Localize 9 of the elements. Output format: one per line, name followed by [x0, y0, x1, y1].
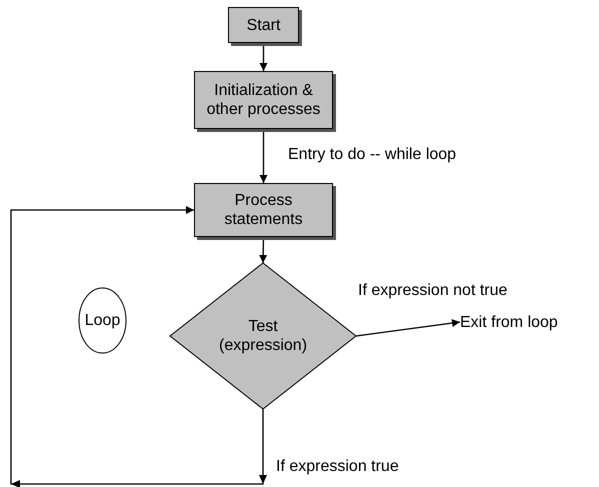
loop-ellipse: Loop: [79, 288, 126, 353]
process-box: Start: [228, 7, 299, 43]
decision-diamond: Test (expression): [170, 263, 356, 409]
edge-label: If expression true: [276, 458, 399, 476]
edge-label: If expression not true: [358, 282, 508, 300]
process-box: Process statements: [194, 183, 333, 237]
edge-label: Entry to do -- while loop: [288, 146, 456, 164]
terminal-text: Exit from loop: [460, 310, 590, 334]
process-box: Initialization & other processes: [194, 71, 333, 129]
